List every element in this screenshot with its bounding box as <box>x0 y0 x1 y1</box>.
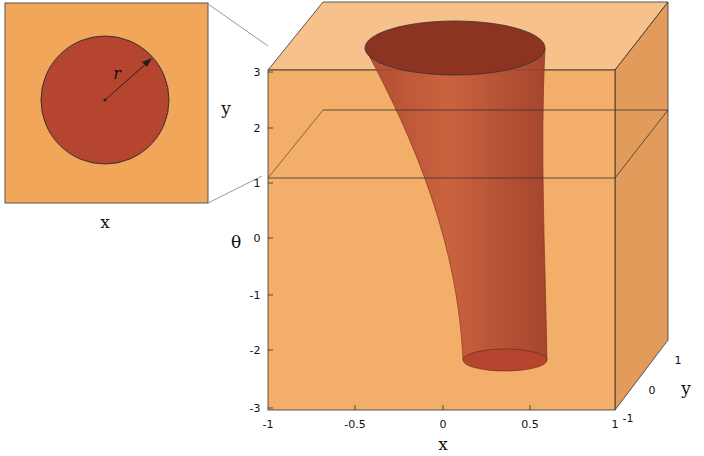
radius-label: r <box>113 66 121 82</box>
tick-label: -1 <box>623 413 634 424</box>
axis-label: y <box>681 380 691 397</box>
axis-label: y <box>221 100 231 117</box>
radius-arrow <box>105 62 148 100</box>
axis-label: x <box>100 214 110 231</box>
funnel-top <box>365 21 545 75</box>
tick-label: 1 <box>612 419 619 430</box>
inset-circle <box>41 36 169 164</box>
tick-label: -2 <box>250 345 261 356</box>
tick-label: 0 <box>254 233 261 244</box>
inset-square <box>5 3 208 203</box>
tick-label: -0.5 <box>344 419 365 430</box>
tick-label: 2 <box>254 123 261 134</box>
funnel-bottom <box>463 349 547 371</box>
tick-label: 0.5 <box>521 419 539 430</box>
box-side <box>615 2 668 410</box>
tick-label: 1 <box>254 178 261 189</box>
tick-label: -1 <box>263 419 274 430</box>
tick-label: -3 <box>250 403 261 414</box>
tick-label: 0 <box>649 385 656 396</box>
tick-label: -1 <box>250 290 261 301</box>
funnel-surface <box>365 48 547 360</box>
axis-label: θ <box>231 234 241 251</box>
tick-label: 3 <box>254 67 261 78</box>
tick-label: 1 <box>675 355 682 366</box>
tick-label: 0 <box>440 419 447 430</box>
axis-label: x <box>438 436 448 453</box>
